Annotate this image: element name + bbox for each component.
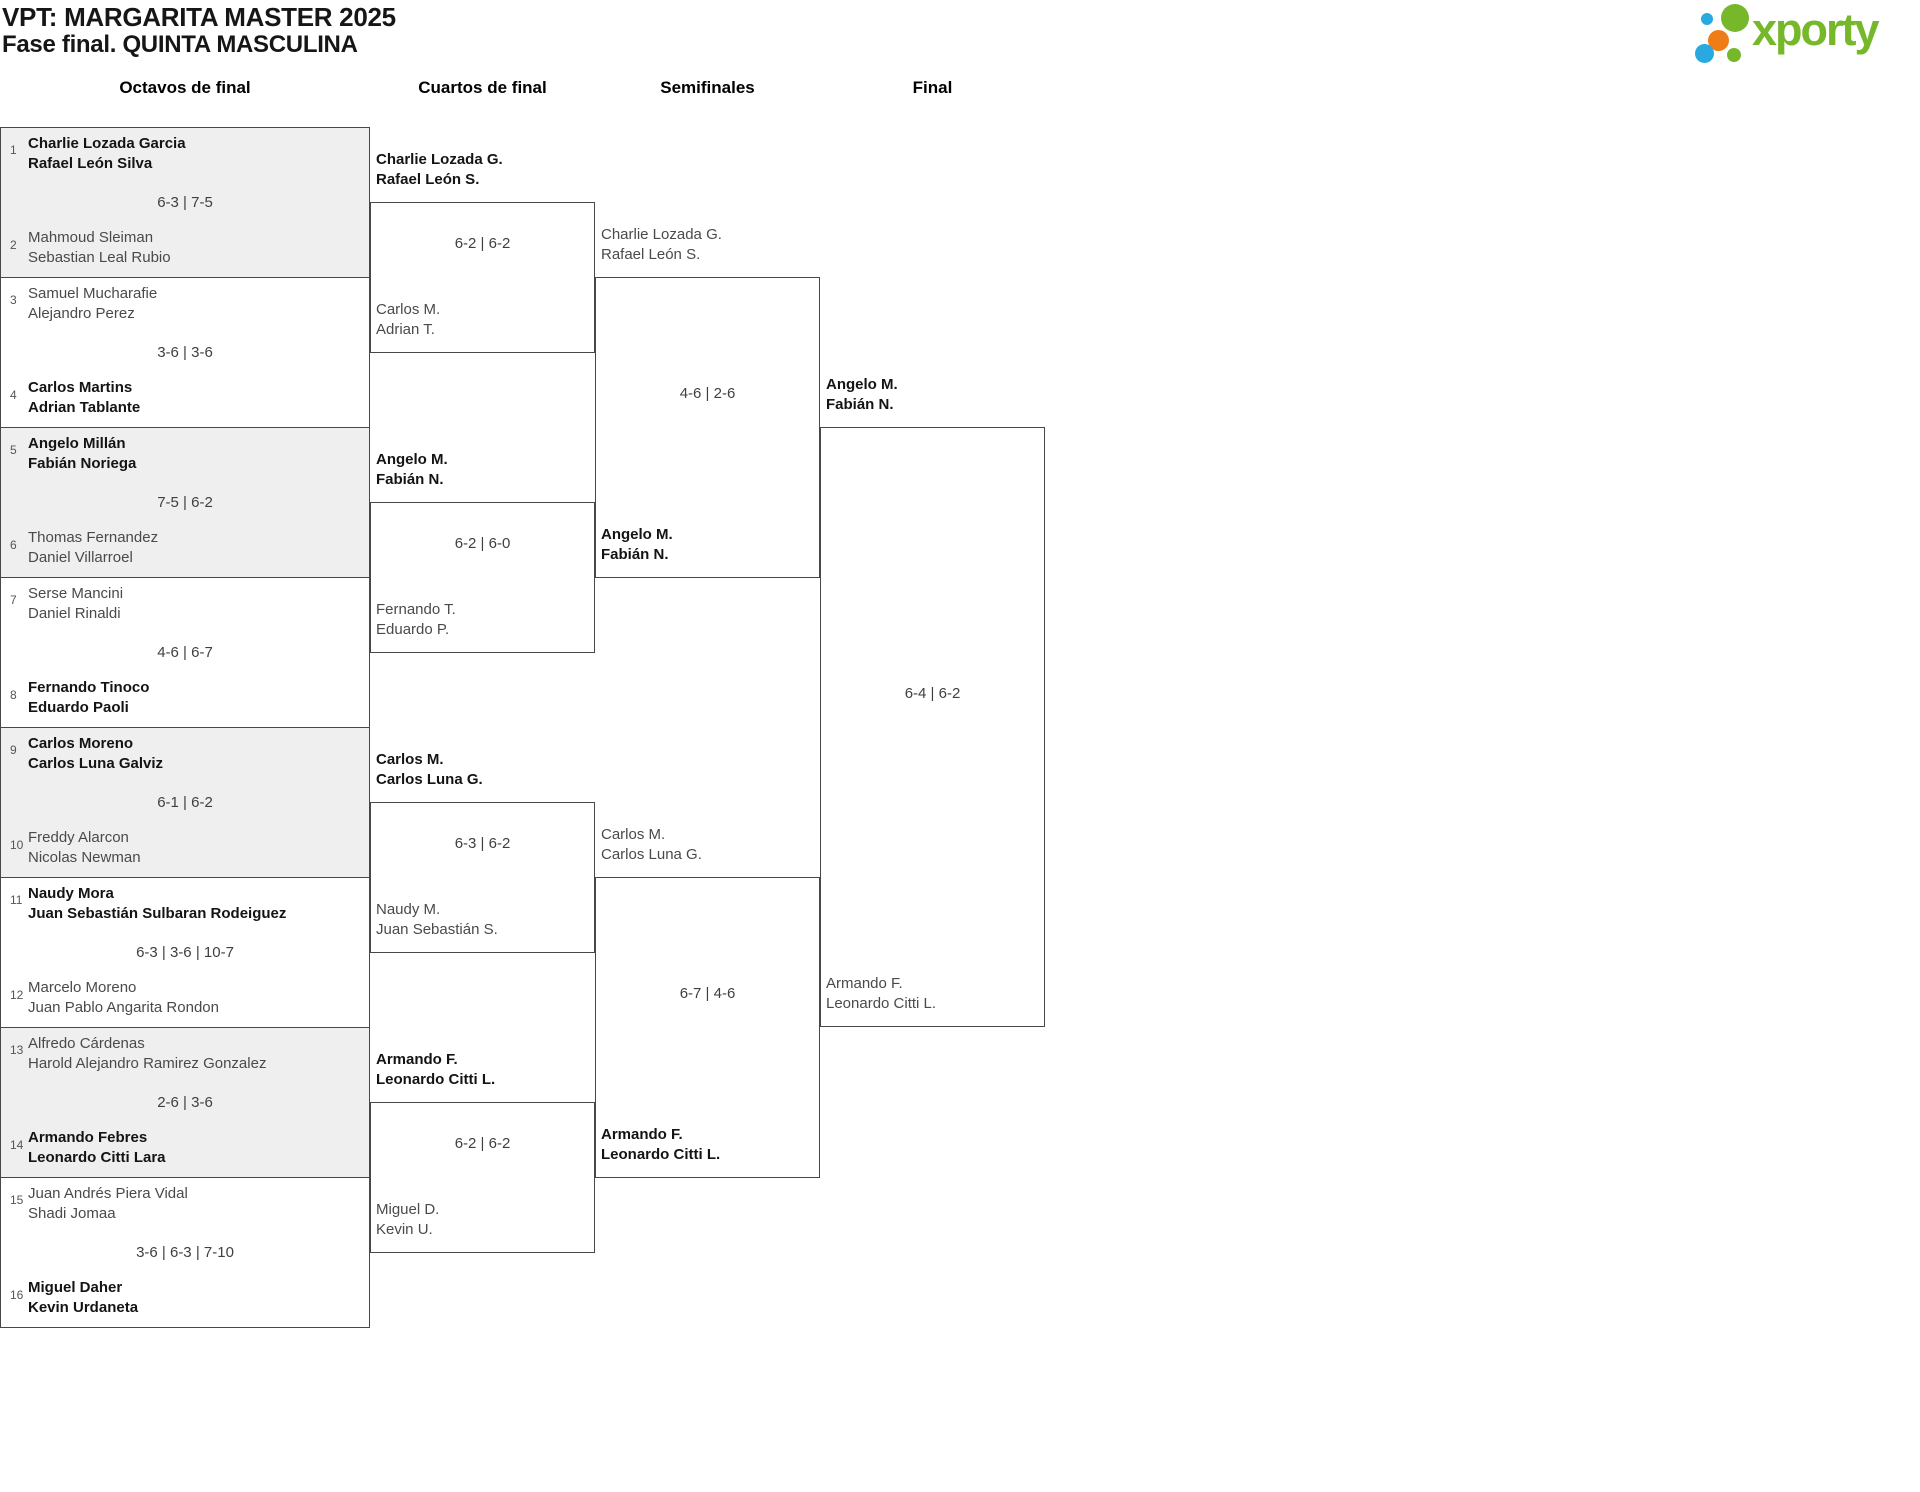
logo-dot-orange-icon [1708, 30, 1729, 51]
team-names: Samuel Mucharafie Alejandro Perez [28, 285, 158, 322]
team-names: Naudy Mora Juan Sebastián Sulbaran Rodei… [28, 885, 287, 922]
team-names: Fernando T. Eduardo P. [376, 601, 456, 638]
seed-number: 2 [10, 238, 17, 252]
octavos-match-7-box: 13 Alfredo Cárdenas Harold Alejandro Ram… [0, 1027, 370, 1178]
seed-number: 16 [10, 1288, 24, 1302]
team-names: Mahmoud Sleiman Sebastian Leal Rubio [28, 229, 171, 266]
octavos-match-8-box: 15 Juan Andrés Piera Vidal Shadi Jomaa 3… [0, 1177, 370, 1328]
team-names: Carlos M. Carlos Luna G. [601, 826, 702, 863]
seed-number: 3 [10, 293, 17, 307]
cuartos-match-1-box [370, 202, 595, 353]
team-names: Miguel D. Kevin U. [376, 1201, 440, 1238]
team-names: Charlie Lozada G. Rafael León S. [376, 151, 503, 188]
seed-number: 4 [10, 388, 17, 402]
cuartos-match-4-box [370, 1102, 595, 1253]
seed-number: 15 [10, 1193, 24, 1207]
match-score: 6-3 | 3-6 | 10-7 [136, 944, 234, 961]
round-header-semifinales: Semifinales [660, 78, 755, 97]
semifinal-match-2-box [595, 877, 820, 1178]
seed-number: 5 [10, 443, 17, 457]
match-score: 6-3 | 6-2 [454, 835, 511, 852]
seed-number: 1 [10, 143, 17, 157]
octavos-match-2-box: 3 Samuel Mucharafie Alejandro Perez 3-6 … [0, 277, 370, 428]
octavos-match-5-box: 9 Carlos Moreno Carlos Luna Galviz 6-1 |… [0, 727, 370, 878]
seed-number: 14 [10, 1138, 24, 1152]
team-names: Freddy Alarcon Nicolas Newman [28, 829, 141, 866]
logo-dot-green-large-icon [1721, 4, 1749, 32]
match-score: 6-2 | 6-0 [454, 535, 511, 552]
match-score: 7-5 | 6-2 [157, 494, 213, 511]
team-names: Charlie Lozada Garcia Rafael León Silva [28, 135, 186, 172]
team-names: Angelo M. Fabián N. [601, 526, 673, 563]
seed-number: 10 [10, 838, 24, 852]
match-score: 6-4 | 6-2 [904, 685, 961, 702]
team-names: Charlie Lozada G. Rafael León S. [601, 226, 722, 263]
seed-number: 13 [10, 1043, 24, 1057]
team-names: Carlos Martins Adrian Tablante [28, 379, 141, 416]
match-score: 3-6 | 6-3 | 7-10 [136, 1244, 234, 1261]
team-names: Juan Andrés Piera Vidal Shadi Jomaa [28, 1185, 188, 1222]
seed-number: 8 [10, 688, 17, 702]
octavos-match-1-box: 1 Charlie Lozada Garcia Rafael León Silv… [0, 127, 370, 278]
cuartos-match-3-box [370, 802, 595, 953]
seed-number: 11 [10, 893, 23, 907]
cuartos-match-2-box [370, 502, 595, 653]
match-score: 6-2 | 6-2 [454, 1135, 511, 1152]
semifinal-match-1-box [595, 277, 820, 578]
round-header-octavos: Octavos de final [119, 78, 251, 97]
page-subtitle: Fase final. QUINTA MASCULINA [2, 31, 358, 58]
team-names: Armando F. Leonardo Citti L. [826, 975, 937, 1012]
round-header-final: Final [912, 78, 953, 97]
octavos-match-3-box: 5 Angelo Millán Fabián Noriega 7-5 | 6-2… [0, 427, 370, 578]
match-score: 6-3 | 7-5 [157, 194, 213, 211]
team-names: Carlos M. Adrian T. [376, 301, 441, 338]
seed-number: 12 [10, 988, 24, 1002]
final-match-box [820, 427, 1045, 1027]
match-score: 2-6 | 3-6 [157, 1094, 213, 1111]
seed-number: 7 [10, 593, 17, 607]
page-title: VPT: MARGARITA MASTER 2025 [2, 2, 396, 32]
team-names: Angelo Millán Fabián Noriega [28, 435, 137, 472]
team-names: Thomas Fernandez Daniel Villarroel [28, 529, 159, 566]
team-names: Fernando Tinoco Eduardo Paoli [28, 679, 150, 716]
octavos-match-6-box: 11 Naudy Mora Juan Sebastián Sulbaran Ro… [0, 877, 370, 1028]
match-score: 6-2 | 6-2 [454, 235, 511, 252]
team-names: Serse Mancini Daniel Rinaldi [28, 585, 124, 622]
logo-dot-blue-small-icon [1701, 13, 1713, 25]
seed-number: 6 [10, 538, 17, 552]
match-score: 3-6 | 3-6 [157, 344, 213, 361]
seed-number: 9 [10, 743, 17, 757]
match-score: 4-6 | 6-7 [157, 644, 213, 661]
team-names: Miguel Daher Kevin Urdaneta [28, 1279, 139, 1316]
team-names: Naudy M. Juan Sebastián S. [376, 901, 498, 938]
team-names: Armando F. Leonardo Citti L. [601, 1126, 721, 1163]
team-names: Marcelo Moreno Juan Pablo Angarita Rondo… [28, 979, 219, 1016]
team-names: Carlos M. Carlos Luna G. [376, 751, 483, 788]
octavos-match-4-box: 7 Serse Mancini Daniel Rinaldi 4-6 | 6-7… [0, 577, 370, 728]
team-names: Angelo M. Fabián N. [376, 451, 448, 488]
team-names: Angelo M. Fabián N. [826, 376, 898, 413]
match-score: 6-1 | 6-2 [157, 794, 213, 811]
match-score: 6-7 | 4-6 [679, 985, 736, 1002]
logo-dot-green-small-icon [1727, 48, 1741, 62]
team-names: Armando F. Leonardo Citti L. [376, 1051, 496, 1088]
logo-dot-blue-large-icon [1695, 44, 1714, 63]
team-names: Alfredo Cárdenas Harold Alejandro Ramire… [28, 1035, 267, 1072]
logo-wordmark: xporty [1752, 4, 1880, 55]
match-score: 4-6 | 2-6 [679, 385, 736, 402]
team-names: Carlos Moreno Carlos Luna Galviz [28, 735, 164, 772]
team-names: Armando Febres Leonardo Citti Lara [28, 1129, 166, 1166]
round-header-cuartos: Cuartos de final [418, 78, 547, 97]
